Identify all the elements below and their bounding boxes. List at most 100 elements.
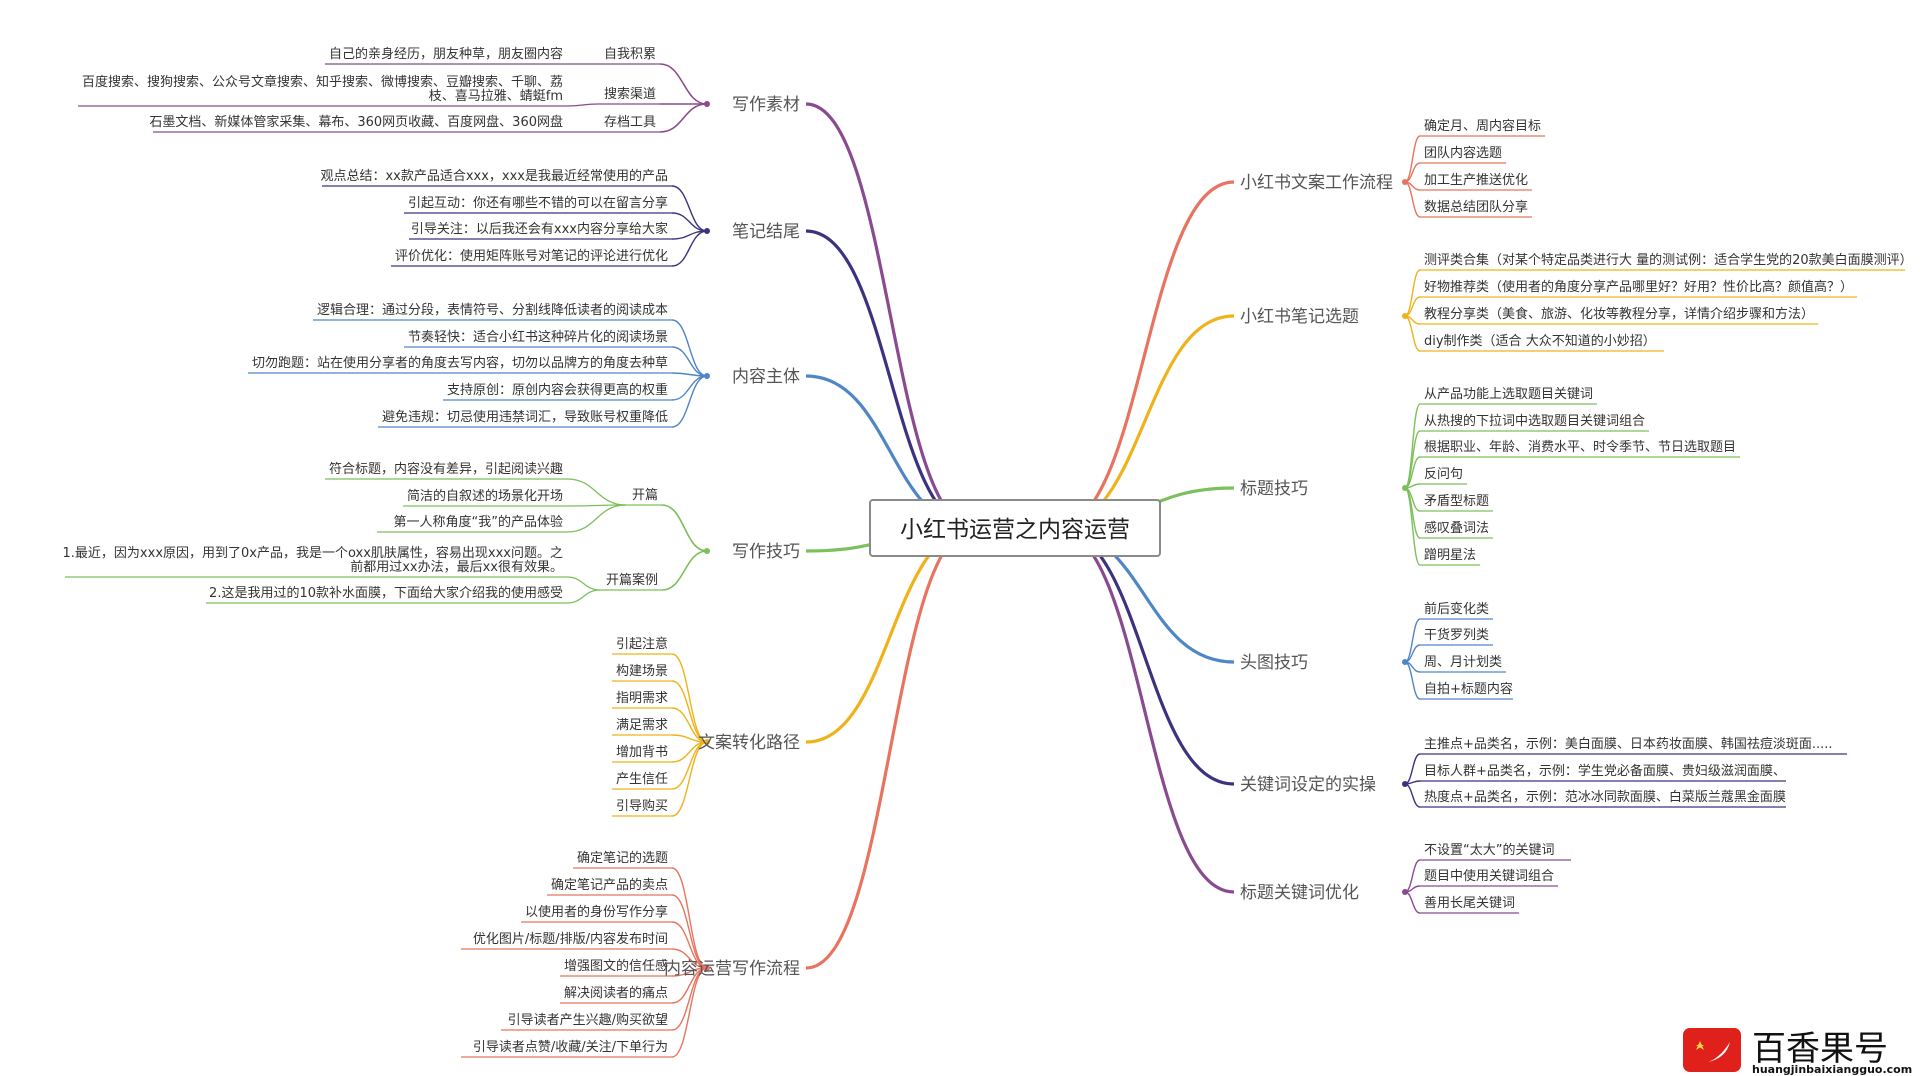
leaf-item: 指明需求	[616, 691, 668, 706]
item-connector	[1404, 456, 1421, 489]
leaf-item: 热度点+品类名，示例：范冰冰同款面膜、白菜版兰蔻黑金面膜	[1424, 789, 1786, 805]
leaf-item: 题目中使用关键词组合	[1424, 868, 1554, 884]
item-connector	[1404, 315, 1421, 352]
sub-branch-label: 搜索渠道	[604, 87, 656, 102]
leaf-item: 加工生产推送优化	[1424, 173, 1528, 188]
item-connector	[1404, 618, 1421, 663]
item-connector	[1404, 296, 1421, 317]
leaf-item: 构建场景	[616, 664, 668, 679]
item-connector	[671, 867, 708, 969]
branch-label: 标题技巧	[1240, 479, 1308, 499]
sub-connector	[661, 550, 708, 591]
item-connector	[671, 375, 708, 401]
star-icon	[1696, 1041, 1704, 1050]
leaf-item: 干货罗列类	[1424, 627, 1489, 643]
leaf-item: 以使用者的身份写作分享	[525, 904, 668, 920]
item-connector	[671, 653, 708, 743]
item-connector	[1404, 487, 1421, 566]
branch-label: 小红书文案工作流程	[1240, 173, 1393, 193]
leaf-item: 反问句	[1424, 467, 1463, 482]
branch-label: 笔记结尾	[732, 222, 800, 242]
item-connector	[671, 921, 708, 969]
leaf-item: 引导关注：以后我还会有xxx内容分享给大家	[411, 221, 668, 237]
leaf-item: 切勿跑题：站在使用分享者的角度去写内容，切勿以品牌方的角度去种草	[252, 355, 668, 371]
item-connector	[1404, 753, 1421, 785]
item-connector	[566, 103, 599, 107]
watermark: 百香果号 huangjinbaixiangguo.com	[1683, 1028, 1912, 1076]
item-connector	[671, 212, 708, 232]
leaf-item: 根据职业、年龄、消费水平、时令季节、节日选取题目	[1424, 440, 1736, 455]
leaf-item: 矛盾型标题	[1424, 494, 1489, 509]
sub-branch-label: 自我积累	[604, 47, 656, 62]
leaf-item: 观点总结：xx款产品适合xxx，xxx是我最近经常使用的产品	[320, 168, 668, 184]
sub-branch-label: 开篇	[632, 488, 658, 503]
leaf-item: 确定月、周内容目标	[1424, 118, 1541, 134]
fruit-logo-icon	[1683, 1028, 1741, 1072]
node-labels: 写作素材自我积累自己的亲身经历，朋友种草，朋友圈内容搜索渠道百度搜索、搜狗搜索、…	[63, 46, 1913, 1055]
leaf-item: 测评类合集（对某个特定品类进行大 量的测试例：适合学生党的20款美白面膜测评）	[1424, 252, 1913, 268]
leaf-item: 引导读者点赞/收藏/关注/下单行为	[473, 1040, 668, 1055]
leaf-item: 符合标题，内容没有差异，引起阅读兴趣	[329, 461, 563, 477]
leaf-item: 自拍+标题内容	[1424, 681, 1513, 697]
leaf-item: 增强图文的信任感	[564, 958, 668, 974]
leaf-item: 节奏轻快：适合小红书这种碎片化的阅读场景	[408, 329, 668, 345]
item-connector	[671, 894, 708, 969]
leaf-item: 确定笔记的选题	[577, 850, 668, 866]
item-connector	[671, 346, 708, 377]
watermark-name: 百香果号	[1752, 1029, 1888, 1069]
leaf-item: 教程分享类（美食、旅游、化妆等教程分享，详情介绍步骤和方法）	[1424, 306, 1814, 322]
leaf-item: 目标人群+品类名，示例：学生党必备面膜、贵妇级滋润面膜、	[1424, 763, 1786, 779]
item-connector	[671, 375, 708, 428]
leaf-item: 善用长尾关键词	[1424, 895, 1515, 911]
leaf-item: 1.最近，因为xxx原因，用到了0x产品，我是一个oxx肌肤属性，容易出现xxx…	[63, 545, 563, 575]
branch-label: 内容主体	[732, 367, 800, 387]
item-connector	[566, 504, 627, 533]
leaf-item: 从产品功能上选取题目关键词	[1424, 387, 1593, 402]
item-connector	[566, 576, 601, 591]
branch-connector	[1054, 180, 1235, 530]
watermark-url: huangjinbaixiangguo.com	[1752, 1063, 1912, 1076]
center-node[interactable]: 小红书运营之内容运营	[869, 499, 1161, 557]
item-connector	[1404, 269, 1421, 317]
item-connector	[1404, 162, 1421, 183]
leaf-item: 2.这是我用过的10款补水面膜，下面给大家介绍我的使用感受	[209, 585, 563, 601]
branch-label: 小红书笔记选题	[1240, 307, 1359, 327]
leaf-item: 团队内容选题	[1424, 145, 1502, 161]
branch-label: 关键词设定的实操	[1240, 775, 1376, 795]
item-connector	[1404, 783, 1421, 808]
leaf-item: 避免违规：切忌使用违禁词汇，导致账号权重降低	[382, 409, 668, 425]
branch-connector	[805, 229, 976, 530]
leaf-item: 蹭明星法	[1424, 548, 1476, 563]
item-connector	[671, 741, 708, 817]
branch-connector	[1054, 526, 1235, 894]
leaf-item: 逻辑合理：通过分段，表情符号、分割线降低读者的阅读成本	[317, 302, 668, 318]
leaf-item: 解决阅读者的痛点	[564, 985, 668, 1001]
leaf-item: 前后变化类	[1424, 601, 1489, 617]
connector-lines	[65, 63, 1905, 1058]
leaf-item: 不设置“太大”的关键词	[1424, 842, 1554, 858]
leaf-item: 引起互动：你还有哪些不错的可以在留言分享	[408, 195, 668, 211]
leaf-item: 百度搜索、搜狗搜索、公众号文章搜索、知乎搜索、微博搜索、豆瓣搜索、千聊、荔枝、喜…	[82, 74, 563, 104]
leaf-item: 好物推荐类（使用者的角度分享产品哪里好？好用？性价比高？颜值高？）	[1424, 279, 1853, 295]
branch-label: 写作技巧	[732, 542, 800, 562]
sub-branch-label: 存档工具	[604, 115, 656, 130]
sub-branch-label: 开篇案例	[606, 573, 658, 588]
item-connector	[566, 478, 627, 506]
item-connector	[1404, 891, 1421, 914]
center-node-box	[869, 499, 1161, 557]
sub-connector	[659, 63, 708, 105]
leaf-item: 确定笔记产品的卖点	[551, 877, 668, 893]
item-connector	[1404, 885, 1421, 893]
leaf-item: 周、月计划类	[1424, 655, 1502, 670]
item-connector	[1404, 644, 1421, 663]
item-connector	[671, 948, 708, 969]
sub-connector	[661, 504, 708, 552]
item-connector	[671, 185, 708, 232]
item-connector	[671, 230, 708, 267]
item-connector	[1404, 859, 1421, 893]
leaf-item: 引起注意	[616, 636, 668, 652]
leaf-item: 从热搜的下拉词中选取题目关键词组合	[1424, 413, 1645, 429]
leaf-item: 主推点+品类名，示例：美白面膜、日本药妆面膜、韩国祛痘淡斑面.....	[1424, 736, 1833, 752]
leaf-item: 满足需求	[616, 718, 668, 733]
